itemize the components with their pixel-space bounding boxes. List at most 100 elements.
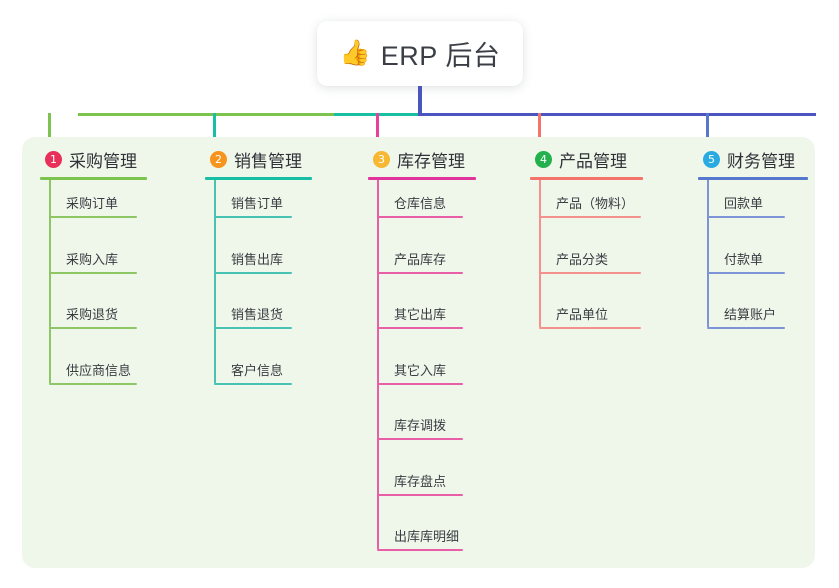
branch-item-label: 库存调拨 <box>394 418 447 433</box>
branch-item-label: 结算账户 <box>724 307 777 322</box>
branch-item-label: 付款单 <box>724 251 764 267</box>
branch-item-label: 库存盘点 <box>394 473 447 489</box>
branch-item-rule <box>214 216 292 218</box>
branch-number-badge: 2 <box>210 150 227 168</box>
branch-number-badge: 1 <box>45 150 62 168</box>
branch-item-rule <box>49 382 137 385</box>
branch-header-rule <box>368 177 476 180</box>
branch-item[interactable]: 其它入库 <box>368 363 463 385</box>
branch-stub-5 <box>706 113 709 145</box>
root-node-content: 👍 ERP 后台 <box>340 34 501 73</box>
branch-item[interactable]: 供应商信息 <box>40 363 137 385</box>
branch-column-4: 4 产品管理产品（物料） 产品分类产品单位 <box>530 145 643 333</box>
branch-item[interactable]: 销售订单 <box>205 196 292 218</box>
branch-item-list: 回款单付款单结算账户 <box>698 180 808 333</box>
branch-header-2[interactable]: 2 销售管理 <box>205 145 312 173</box>
branch-item[interactable]: 销售退货 <box>205 307 292 329</box>
branch-header-label: 销售管理 <box>234 151 302 171</box>
branch-item-rule <box>214 382 292 385</box>
branch-column-2: 2 销售管理销售订单销售出库销售退货客户信息 <box>205 145 312 389</box>
branch-item-rule <box>539 216 641 218</box>
branch-header-label: 产品管理 <box>559 151 627 171</box>
branch-header-label: 采购管理 <box>69 151 137 171</box>
branch-header-label: 库存管理 <box>397 151 465 171</box>
branch-item[interactable]: 出库库明细 <box>368 529 463 551</box>
branch-header-rule <box>205 177 312 180</box>
branch-item-label: 回款单 <box>724 196 764 211</box>
branch-item-label: 产品单位 <box>556 307 609 322</box>
branch-item-rule <box>377 549 463 551</box>
branch-header-4[interactable]: 4 产品管理 <box>530 145 643 173</box>
branch-column-1: 1 采购管理采购订单采购入库采购退货供应商信息 <box>40 145 147 389</box>
branch-item-label: 产品库存 <box>394 251 447 267</box>
branch-item-label: 销售出库 <box>231 251 284 267</box>
root-node-label: ERP 后台 <box>380 41 501 71</box>
branch-item[interactable]: 产品（物料） <box>530 196 641 218</box>
branch-stub-2 <box>213 113 216 145</box>
branch-item-rule <box>707 327 785 329</box>
bus-purple <box>418 113 816 116</box>
branch-item-list: 销售订单销售出库销售退货客户信息 <box>205 180 312 389</box>
branch-item[interactable]: 产品库存 <box>368 252 463 274</box>
branch-spine <box>49 180 51 383</box>
branch-stub-3 <box>376 113 379 145</box>
trunk-line <box>418 86 422 116</box>
branch-item[interactable]: 销售出库 <box>205 252 292 274</box>
branch-item-label: 其它出库 <box>394 307 447 322</box>
branch-item[interactable]: 其它出库 <box>368 307 463 329</box>
branch-item-label: 产品（物料） <box>556 196 635 211</box>
branch-item-label: 仓库信息 <box>394 196 447 211</box>
branch-item[interactable]: 回款单 <box>698 196 785 218</box>
branch-header-rule <box>698 177 808 180</box>
branch-item-rule <box>377 493 463 496</box>
branch-item[interactable]: 库存盘点 <box>368 474 463 496</box>
branch-item-label: 采购入库 <box>66 251 119 267</box>
branch-item-label: 客户信息 <box>231 362 284 378</box>
branch-item-label: 采购订单 <box>66 196 119 211</box>
branch-item[interactable]: 采购退货 <box>40 307 137 329</box>
branch-item[interactable]: 付款单 <box>698 252 785 274</box>
branch-header-1[interactable]: 1 采购管理 <box>40 145 147 173</box>
branch-item[interactable]: 采购入库 <box>40 252 137 274</box>
branch-item[interactable]: 结算账户 <box>698 307 785 329</box>
branch-item[interactable]: 客户信息 <box>205 363 292 385</box>
branch-item-label: 采购退货 <box>66 307 119 322</box>
branch-item-rule <box>707 271 785 274</box>
branch-item-label: 销售退货 <box>231 307 284 322</box>
branch-item-list: 产品（物料） 产品分类产品单位 <box>530 180 643 333</box>
branch-item-rule <box>539 271 641 274</box>
branch-item-list: 采购订单采购入库采购退货供应商信息 <box>40 180 147 389</box>
branch-header-rule <box>530 177 643 180</box>
thumbs-up-icon: 👍 <box>339 39 371 67</box>
branch-item[interactable]: 库存调拨 <box>368 418 463 440</box>
branch-item[interactable]: 产品分类 <box>530 252 641 274</box>
branch-number-badge: 5 <box>703 150 720 168</box>
branch-stub-1 <box>48 113 51 145</box>
branch-item-rule <box>377 327 463 329</box>
branch-item-rule <box>49 271 137 274</box>
branch-item-rule <box>539 327 641 329</box>
branch-number-badge: 4 <box>535 150 552 168</box>
branch-item-rule <box>377 438 463 440</box>
branch-item[interactable]: 仓库信息 <box>368 196 463 218</box>
bus-green <box>78 113 334 116</box>
branch-item-label: 销售订单 <box>231 196 284 211</box>
branch-item[interactable]: 产品单位 <box>530 307 641 329</box>
branch-item-label: 出库库明细 <box>394 529 460 544</box>
branch-item-rule <box>214 271 292 274</box>
branches-panel <box>22 137 815 568</box>
branch-item[interactable]: 采购订单 <box>40 196 137 218</box>
branch-spine <box>214 180 216 383</box>
branch-spine <box>377 180 379 549</box>
root-node-card[interactable]: 👍 ERP 后台 <box>317 21 523 86</box>
branch-item-list: 仓库信息产品库存其它出库其它入库库存调拨库存盘点出库库明细 <box>368 180 476 555</box>
branch-item-rule <box>49 327 137 329</box>
branch-spine <box>539 180 541 327</box>
branch-item-label: 产品分类 <box>556 251 609 267</box>
branch-header-rule <box>40 177 147 180</box>
branch-stub-4 <box>538 113 541 145</box>
